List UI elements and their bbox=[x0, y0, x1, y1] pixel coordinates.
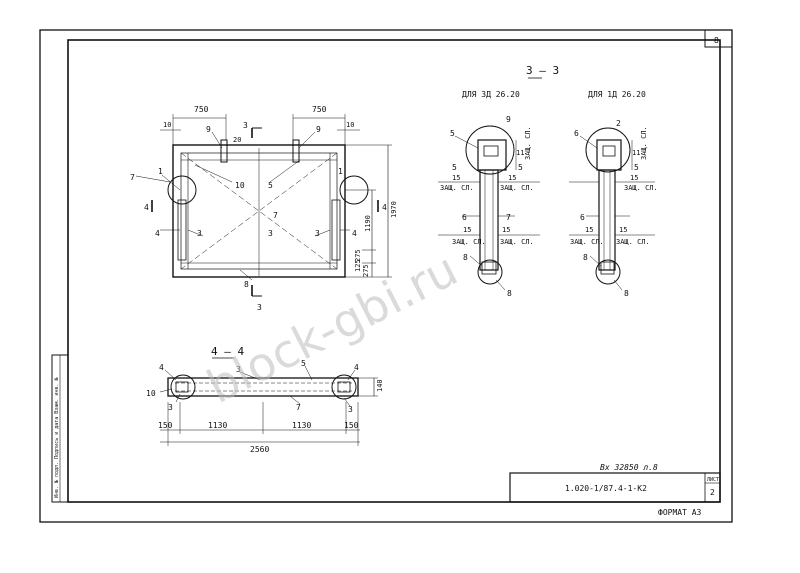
stamp-sheet-value: 2 bbox=[710, 488, 715, 497]
s3d-cover-left: ЗАЩ. СЛ. bbox=[440, 184, 474, 192]
title-block bbox=[509, 472, 721, 503]
s1d-label-5: 5 bbox=[634, 163, 639, 172]
section-33-title: 3 — 3 bbox=[526, 64, 559, 77]
s1d-label-15-right: 15 bbox=[619, 226, 627, 234]
plan-label-7: 7 bbox=[130, 173, 135, 182]
s44-dim-1130-right: 1130 bbox=[292, 421, 311, 430]
s3d-label-15-left-b: 15 bbox=[463, 226, 471, 234]
plan-dim-10-left: 10 bbox=[163, 121, 171, 129]
s3d-label-9: 9 bbox=[506, 115, 511, 124]
s3d-label-15-left: 15 bbox=[452, 174, 460, 182]
s1d-label-6: 6 bbox=[574, 129, 579, 138]
s44-label-3-right: 3 bbox=[348, 405, 353, 414]
format-label: ФОРМАТ А3 bbox=[658, 508, 702, 517]
plan-label-9-right: 9 bbox=[316, 125, 321, 134]
s3d-label-5c: 5 bbox=[518, 163, 523, 172]
plan-dim-10-right: 10 bbox=[346, 121, 354, 129]
plan-label-10: 10 bbox=[235, 181, 245, 190]
s3d-cover-right: ЗАЩ. СЛ. bbox=[500, 184, 534, 192]
s44-label-3-left: 3 bbox=[168, 403, 173, 412]
section-3d bbox=[438, 77, 542, 291]
plan-label-1-left: 1 bbox=[158, 167, 163, 176]
s44-dim-total: 2560 bbox=[250, 445, 269, 454]
plan-dim-top-left: 750 bbox=[194, 105, 209, 114]
plan-section-mark-top: 3 bbox=[243, 121, 248, 130]
s44-label-3-top: 3 bbox=[236, 365, 241, 374]
plan-label-4-left: 4 bbox=[155, 229, 160, 238]
s44-dim-1130-left: 1130 bbox=[208, 421, 227, 430]
s1d-cover-left: ЗАЩ. СЛ. bbox=[570, 238, 604, 246]
s3d-label-15-right-b: 15 bbox=[502, 226, 510, 234]
s3d-label-15-right: 15 bbox=[508, 174, 516, 182]
s3d-cover-right-b: ЗАЩ. СЛ. bbox=[500, 238, 534, 246]
sheet-number: 8 bbox=[714, 36, 719, 45]
s1d-cover-top: ЗАЩ. СЛ. bbox=[640, 126, 648, 160]
inner-frame bbox=[67, 39, 721, 503]
s1d-cover-right-b: ЗАЩ. СЛ. bbox=[616, 238, 650, 246]
plan-section-mark-left: 4 bbox=[144, 203, 149, 212]
plan-label-5: 5 bbox=[268, 181, 273, 190]
plan-label-3-right: 3 bbox=[315, 229, 320, 238]
plan-dim-height-b2: 125 bbox=[354, 259, 362, 272]
outer-frame bbox=[39, 29, 733, 523]
plan-section-mark-right: 4 bbox=[382, 203, 387, 212]
plan-dim-height-mid: 1190 bbox=[364, 215, 372, 232]
s1d-label-6b: 6 bbox=[580, 213, 585, 222]
s1d-cover-right: ЗАЩ. СЛ. bbox=[624, 184, 658, 192]
plan-view bbox=[135, 114, 392, 297]
s1d-label-8: 8 bbox=[624, 289, 629, 298]
s44-label-5: 5 bbox=[301, 359, 306, 368]
s1d-label-8-top: 8 bbox=[583, 253, 588, 262]
plan-label-1-right: 1 bbox=[338, 167, 343, 176]
plan-section-mark-bottom: 3 bbox=[257, 303, 262, 312]
s44-label-4-right: 4 bbox=[354, 363, 359, 372]
s44-dim-150-right: 150 bbox=[344, 421, 359, 430]
s44-label-7: 7 bbox=[296, 403, 301, 412]
s44-dim-150-left: 150 bbox=[158, 421, 173, 430]
s3d-label-7: 7 bbox=[506, 213, 511, 222]
s1d-label-15-left: 15 bbox=[585, 226, 593, 234]
plan-label-3-center: 3 bbox=[268, 229, 273, 238]
section-44 bbox=[159, 357, 378, 446]
plan-dim-height-total: 1970 bbox=[390, 201, 398, 218]
section-3d-title: ДЛЯ 3Д 26.20 bbox=[462, 90, 520, 99]
s44-label-10: 10 bbox=[146, 389, 156, 398]
plan-dim-height-b3: 275 bbox=[362, 264, 370, 277]
s44-label-4-left: 4 bbox=[159, 363, 164, 372]
stamp-handwritten: Вх 32850 л.8 bbox=[600, 463, 658, 472]
plan-dim-20: 20 bbox=[233, 136, 241, 144]
plan-dim-top-right: 750 bbox=[312, 105, 327, 114]
plan-label-4-right: 4 bbox=[352, 229, 357, 238]
s3d-label-11: 11 bbox=[516, 149, 524, 157]
plan-dim-height-b1: 275 bbox=[354, 249, 362, 262]
s3d-label-5: 5 bbox=[450, 129, 455, 138]
section-1d-title: ДЛЯ 1Д 26.20 bbox=[588, 90, 646, 99]
plan-label-9-left: 9 bbox=[206, 125, 211, 134]
s1d-label-11: 11 bbox=[632, 149, 640, 157]
s3d-cover-top: ЗАЩ. СЛ. bbox=[524, 126, 532, 160]
sheet-number-box bbox=[704, 29, 733, 48]
plan-label-7-center: 7 bbox=[273, 211, 278, 220]
plan-label-8: 8 bbox=[244, 280, 249, 289]
s3d-cover-left-b: ЗАЩ. СЛ. bbox=[452, 238, 486, 246]
s3d-label-8: 8 bbox=[507, 289, 512, 298]
side-strip-text: Инв. № подл. Подпись и дата Взам. инв. № bbox=[54, 378, 60, 498]
stamp-sheet-label: ЛИСТ bbox=[707, 477, 719, 483]
plan-label-3-left: 3 bbox=[197, 229, 202, 238]
section-44-title: 4 — 4 bbox=[211, 345, 244, 358]
s1d-label-2: 2 bbox=[616, 119, 621, 128]
s3d-label-8-top: 8 bbox=[463, 253, 468, 262]
s1d-label-15: 15 bbox=[630, 174, 638, 182]
s3d-label-5b: 5 bbox=[452, 163, 457, 172]
section-1d bbox=[569, 127, 655, 291]
stamp-code: 1.020-1/87.4-1-К2 bbox=[565, 484, 647, 493]
s3d-label-6: 6 bbox=[462, 213, 467, 222]
s44-dim-140: 140 bbox=[376, 379, 384, 392]
